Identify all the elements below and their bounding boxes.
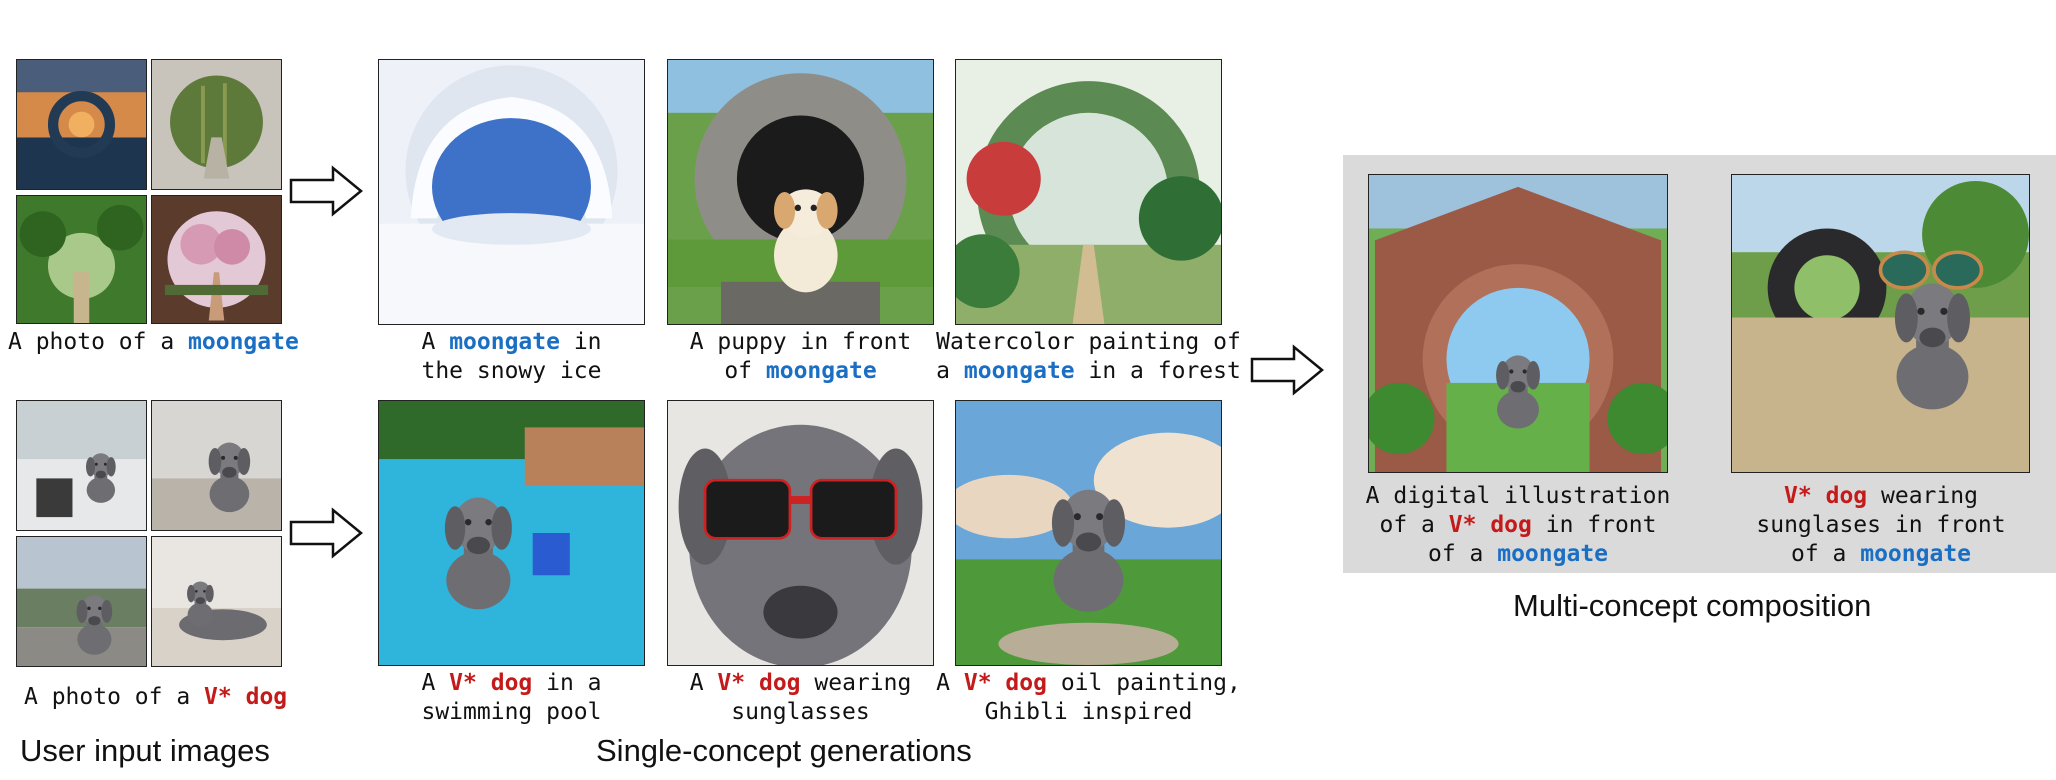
input-moongate-photo-4: [151, 195, 282, 324]
caption-dog-swimming-pool: A V* dog in a swimming pool: [421, 670, 602, 725]
caption-moongate-snowy-ice: A moongate in the snowy ice: [421, 329, 602, 384]
right-arrow-icon: [289, 507, 363, 559]
input-moongate-photo-2: [151, 59, 282, 190]
section-label-single-concept: Single-concept generations: [596, 733, 972, 768]
caption-dog-sunglasses: A V* dog wearing sunglasses: [689, 670, 912, 725]
section-label-multi-concept: Multi-concept composition: [1513, 588, 1872, 623]
input-dog-photo-3: [16, 536, 147, 667]
caption-dog-sunglasses-moongate: V* dog wearing sunglases in front of a m…: [1756, 483, 2006, 567]
generated-dog-sunglasses-moongate: [1731, 174, 2030, 473]
right-arrow-icon: [1250, 344, 1324, 396]
input-dog-photo-1: [16, 400, 147, 531]
concept-moongate: moongate: [188, 329, 299, 355]
caption-dog-ghibli: A V* dog oil painting, Ghibli inspired: [936, 670, 1241, 725]
input-moongate-photo-1: [16, 59, 147, 190]
caption-input-moongate: A photo of a moongate: [8, 329, 299, 355]
generated-dog-ghibli-painting: [955, 400, 1222, 666]
generated-moongate-snowy-ice: [378, 59, 645, 325]
generated-watercolor-moongate-forest: [955, 59, 1222, 325]
caption-input-dog: A photo of a V* dog: [24, 684, 288, 710]
right-arrow-icon: [289, 165, 363, 217]
section-label-user-input: User input images: [20, 733, 270, 768]
caption-puppy-moongate: A puppy in front of moongate: [689, 329, 912, 384]
input-moongate-photo-3: [16, 195, 147, 324]
generated-digital-illustration-dog-moongate: [1368, 174, 1668, 473]
caption-watercolor-moongate: Watercolor painting of a moongate in a f…: [936, 329, 1241, 384]
generated-dog-sunglasses: [667, 400, 934, 666]
caption-digital-illustration: A digital illustration of a V* dog in fr…: [1365, 483, 1671, 567]
input-dog-photo-2: [151, 400, 282, 531]
input-dog-photo-4: [151, 536, 282, 667]
generated-puppy-moongate: [667, 59, 934, 325]
generated-dog-swimming-pool: [378, 400, 645, 666]
